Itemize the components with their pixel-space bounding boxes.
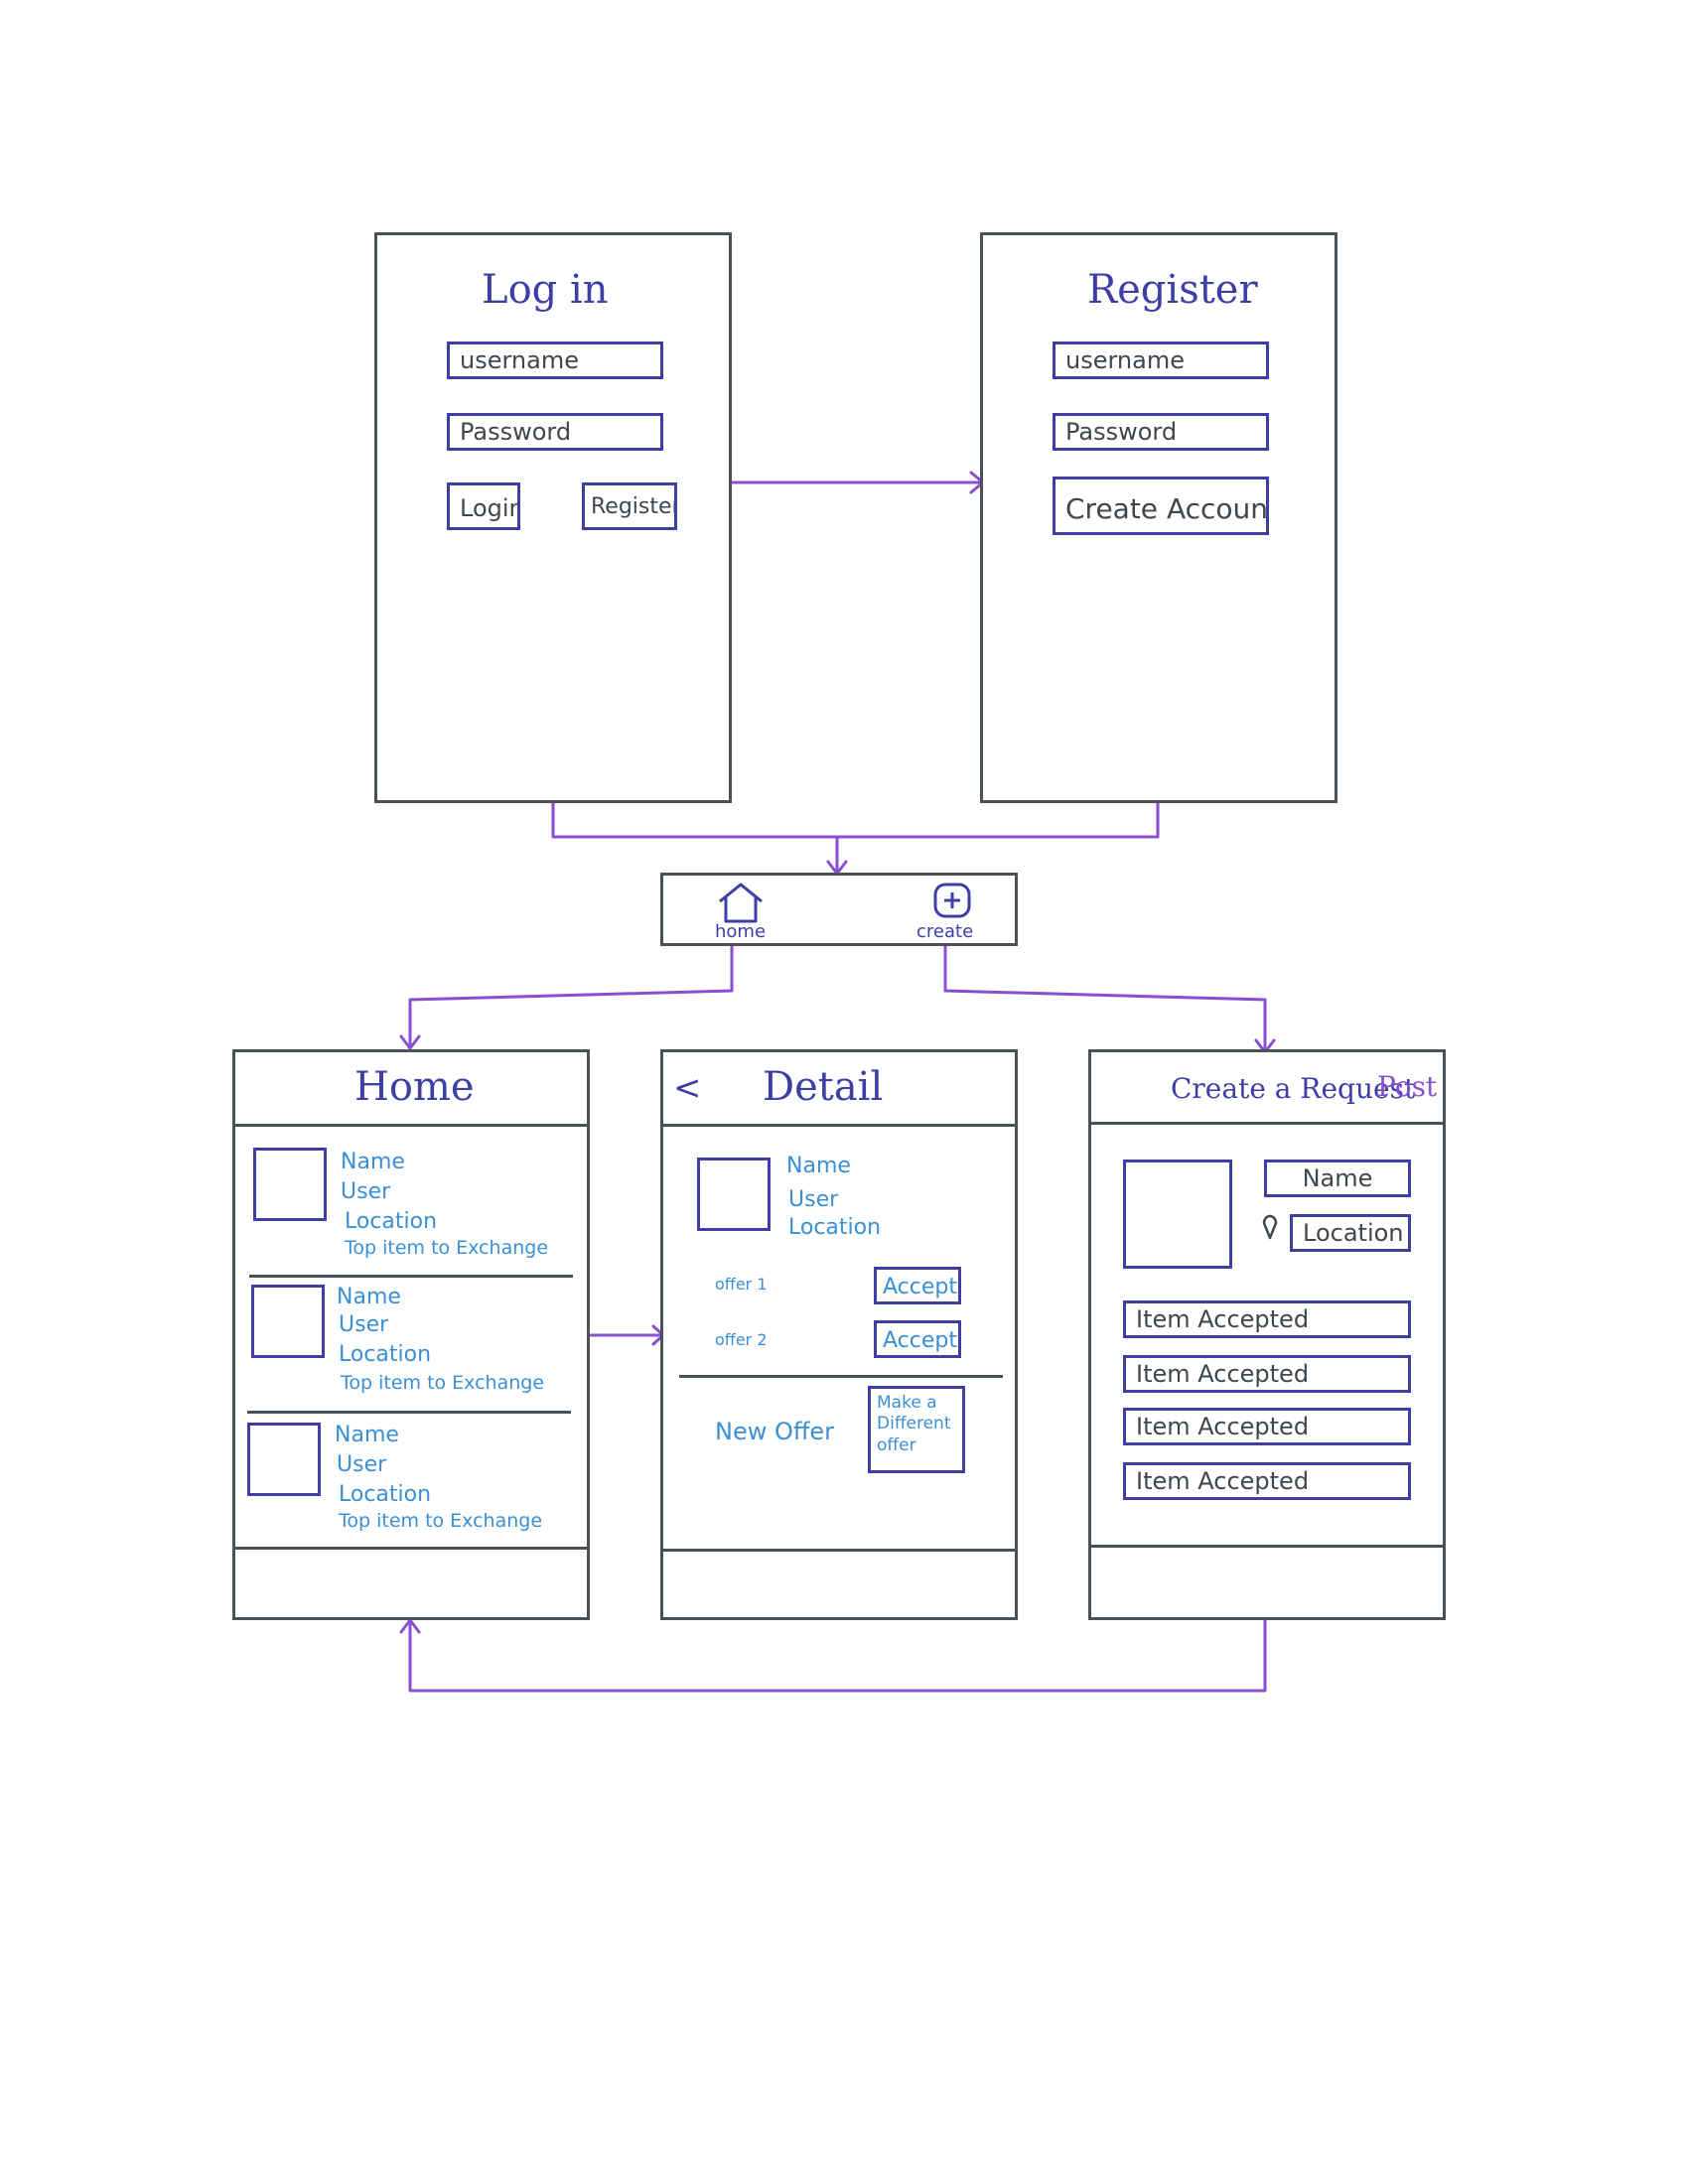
home-header-divider: [235, 1124, 587, 1127]
different-offer-button[interactable]: Make a Different offer: [868, 1386, 965, 1473]
detail-header-divider: [663, 1124, 1015, 1127]
item-name: Name: [337, 1285, 401, 1309]
list-divider: [249, 1275, 573, 1278]
offers-divider: [679, 1375, 1003, 1378]
different-offer-line: offer: [877, 1434, 916, 1455]
login-username-field[interactable]: username: [447, 341, 663, 379]
item-thumbnail: [251, 1285, 325, 1358]
accept-offer-button[interactable]: Accept: [874, 1320, 961, 1358]
item-user: User: [341, 1179, 391, 1204]
home-icon: [719, 883, 763, 923]
register-username-field[interactable]: username: [1053, 341, 1269, 379]
item-location: Location: [339, 1342, 432, 1367]
arrow-create-to-home: [408, 1618, 1267, 1693]
list-item[interactable]: Name User Location Top item to Exchange: [235, 1413, 587, 1542]
create-footer-divider: [1091, 1545, 1443, 1548]
home-tab-label: home: [715, 921, 767, 942]
list-item[interactable]: Name User Location Top item to Exchange: [235, 1126, 587, 1259]
offer-label: offer 2: [715, 1330, 768, 1349]
arrow-register-to-navbar: [835, 800, 1160, 876]
arrowhead-home: [399, 1034, 421, 1050]
home-title: Home: [354, 1064, 475, 1110]
item-accepted-field[interactable]: Item Accepted: [1123, 1300, 1411, 1338]
arrow-navbar-to-create: [943, 943, 1267, 1054]
item-top-exchange: Top item to Exchange: [339, 1510, 543, 1532]
plus-icon: [933, 883, 971, 918]
post-button[interactable]: Post: [1377, 1070, 1438, 1103]
new-offer-label: New Offer: [715, 1418, 835, 1445]
item-name: Name: [341, 1150, 405, 1174]
item-location: Location: [345, 1209, 438, 1234]
list-divider: [247, 1411, 571, 1414]
request-image-placeholder[interactable]: [1123, 1160, 1232, 1269]
request-location-field[interactable]: Location: [1290, 1214, 1411, 1252]
detail-title: Detail: [763, 1064, 884, 1110]
arrowhead-home-return: [399, 1618, 421, 1634]
detail-footer-divider: [663, 1549, 1015, 1552]
create-request-title: Create a Request: [1171, 1072, 1416, 1105]
login-title: Log in: [482, 267, 609, 313]
item-thumbnail: [247, 1423, 321, 1496]
item-thumbnail: [253, 1148, 327, 1221]
login-button[interactable]: Login: [447, 482, 520, 530]
arrow-navbar-to-home: [408, 943, 734, 1050]
create-request-screen: Create a Request Post Name Location Item…: [1088, 1049, 1446, 1620]
detail-screen: < Detail Name User Location offer 1 Acce…: [660, 1049, 1018, 1620]
accept-offer-button[interactable]: Accept: [874, 1267, 961, 1304]
home-tab[interactable]: home: [711, 882, 771, 943]
request-name-field[interactable]: Name: [1264, 1160, 1411, 1197]
location-pin-icon: [1262, 1214, 1278, 1240]
item-name: Name: [335, 1423, 399, 1447]
create-account-button[interactable]: Create Account: [1053, 477, 1269, 535]
register-screen: Register username Password Create Accoun…: [980, 232, 1337, 803]
login-screen: Log in username Password Login Register: [374, 232, 732, 803]
item-user: User: [337, 1452, 387, 1477]
offer-label: offer 1: [715, 1275, 768, 1294]
create-header-divider: [1091, 1122, 1443, 1125]
item-top-exchange: Top item to Exchange: [345, 1237, 549, 1259]
item-accepted-field[interactable]: Item Accepted: [1123, 1408, 1411, 1445]
item-accepted-field[interactable]: Item Accepted: [1123, 1355, 1411, 1393]
register-button[interactable]: Register: [582, 482, 677, 530]
item-location: Location: [339, 1482, 432, 1507]
different-offer-line: Make a: [877, 1393, 937, 1413]
arrow-login-to-navbar: [551, 800, 839, 839]
home-screen: Home Name User Location Top item to Exch…: [232, 1049, 590, 1620]
different-offer-line: Different: [877, 1414, 951, 1434]
create-tab[interactable]: create: [916, 882, 996, 943]
tab-bar: home create: [660, 873, 1018, 946]
detail-name: Name: [786, 1154, 851, 1178]
register-title: Register: [1087, 267, 1258, 313]
back-button[interactable]: <: [673, 1068, 702, 1108]
list-item[interactable]: Name User Location Top item to Exchange: [235, 1277, 587, 1406]
item-user: User: [339, 1312, 389, 1337]
home-footer-divider: [235, 1547, 587, 1550]
detail-location: Location: [788, 1215, 882, 1240]
login-password-field[interactable]: Password: [447, 413, 663, 451]
detail-thumbnail: [697, 1158, 771, 1231]
item-top-exchange: Top item to Exchange: [341, 1372, 545, 1394]
register-password-field[interactable]: Password: [1053, 413, 1269, 451]
item-accepted-field[interactable]: Item Accepted: [1123, 1462, 1411, 1500]
detail-user: User: [788, 1187, 839, 1212]
create-tab-label: create: [916, 921, 974, 942]
